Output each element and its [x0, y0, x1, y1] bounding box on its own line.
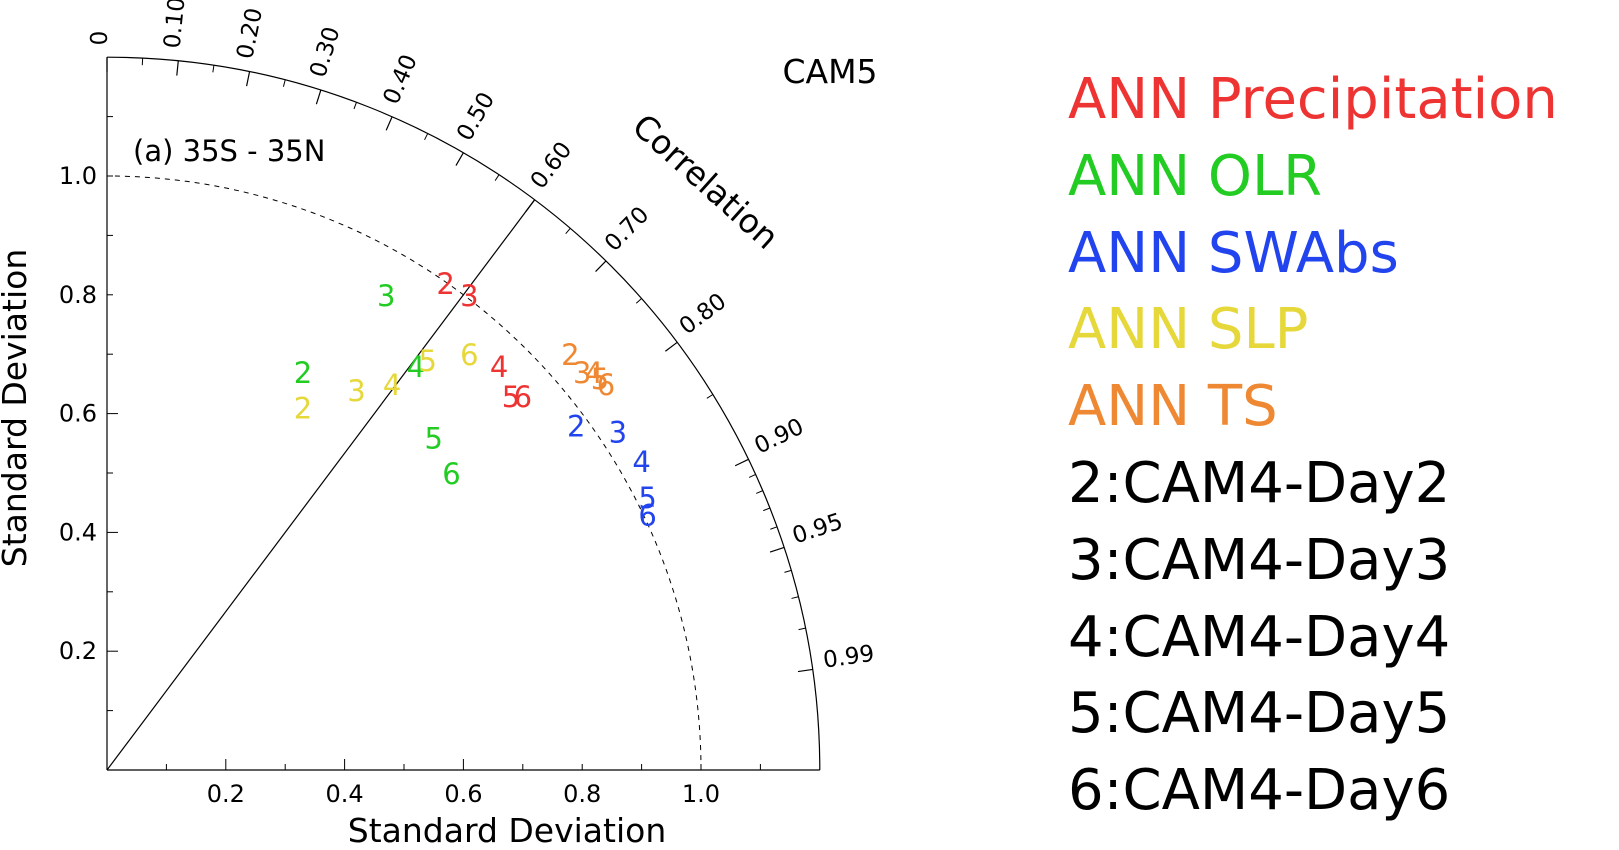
correlation-tick: [176, 60, 179, 76]
x-tick-label: 0.2: [207, 780, 245, 808]
data-point: 4: [585, 356, 603, 390]
correlation-tick-label: 0.95: [789, 509, 846, 550]
legend-item-swabs: ANN SWAbs: [1068, 220, 1399, 286]
data-point: 2: [561, 338, 579, 372]
correlation-tick: [246, 71, 251, 87]
correlation-tick: [769, 546, 785, 553]
correlation-tick: [664, 341, 678, 352]
legend-item-day5: 5:CAM4-Day5: [1068, 681, 1451, 747]
data-point: 6: [514, 380, 532, 414]
correlation-minor-tick: [770, 526, 778, 530]
correlation-minor-tick: [706, 394, 714, 399]
data-point: 2: [294, 356, 312, 390]
legend-item-olr: ANN OLR: [1068, 143, 1323, 209]
data-point: 6: [638, 499, 656, 533]
legend: ANN Precipitation ANN OLR ANN SWAbs ANN …: [1068, 62, 1558, 830]
correlation-tick-label: 0.80: [675, 288, 732, 340]
correlation-minor-tick: [784, 569, 792, 573]
correlation-minor-tick: [748, 474, 756, 478]
data-point: 4: [407, 350, 425, 384]
x-tick-label: 0.6: [444, 780, 482, 808]
data-point: 4: [383, 368, 401, 402]
x-tick-label: 0.4: [326, 780, 364, 808]
data-point: 5: [502, 380, 520, 414]
correlation-tick-label: 0.70: [600, 202, 654, 257]
correlation-minor-tick: [756, 490, 763, 494]
data-point: 4: [490, 350, 508, 384]
data-point: 6: [460, 338, 478, 372]
correlation-tick: [797, 668, 813, 673]
correlation-tick: [734, 458, 749, 467]
x-tick-label: 0.8: [563, 780, 601, 808]
correlation-minor-tick: [353, 102, 357, 110]
data-point: 2: [567, 409, 585, 443]
correlation-reference-line: [106, 199, 536, 771]
reference-std-arc: [106, 175, 702, 771]
data-point: 6: [442, 457, 460, 491]
correlation-minor-tick: [798, 627, 806, 631]
correlation-tick-label: 0: [87, 31, 113, 46]
correlation-tick-label: 0.40: [379, 51, 423, 108]
legend-item-ts: ANN TS: [1068, 374, 1278, 440]
data-point: 3: [573, 356, 591, 390]
y-axis-title: Standard Deviation: [0, 249, 34, 567]
correlation-tick-label: 0.99: [822, 641, 876, 674]
data-point: 2: [294, 392, 312, 426]
correlation-tick-label: 0.50: [452, 88, 500, 145]
data-point: 2: [436, 267, 454, 301]
chart-title: CAM5: [782, 52, 877, 91]
correlation-tick-label: 0.10: [160, 0, 191, 50]
correlation-minor-tick: [424, 133, 429, 141]
y-tick-label: 0.8: [59, 281, 97, 309]
correlation-minor-tick: [282, 79, 286, 87]
panel-label: (a) 35S - 35N: [133, 134, 325, 168]
data-point: 3: [377, 279, 395, 313]
y-tick-label: 1.0: [59, 162, 97, 190]
data-point: 4: [632, 445, 650, 479]
correlation-minor-tick: [635, 298, 642, 304]
correlation-minor-tick: [565, 227, 571, 235]
correlation-tick-label: 0.90: [750, 414, 807, 460]
legend-item-precipitation: ANN Precipitation: [1068, 67, 1558, 132]
legend-item-day2: 2:CAM4-Day2: [1068, 450, 1451, 516]
correlation-arc-title: Correlation: [625, 106, 786, 257]
legend-item-day4: 4:CAM4-Day4: [1068, 604, 1451, 670]
data-point: 5: [591, 362, 609, 396]
correlation-tick-label: 0.30: [305, 24, 345, 81]
data-point: 6: [597, 368, 615, 402]
correlation-tick: [315, 89, 322, 105]
legend-item-day6: 6:CAM4-Day6: [1068, 758, 1451, 824]
correlation-minor-tick: [763, 507, 771, 512]
data-point: 3: [347, 374, 365, 408]
correlation-tick: [525, 199, 536, 212]
correlation-minor-tick: [212, 65, 215, 73]
legend-item-slp: ANN SLP: [1068, 297, 1309, 363]
correlation-minor-tick: [494, 174, 500, 181]
correlation-tick: [455, 152, 464, 166]
y-tick-label: 0.2: [59, 637, 97, 665]
correlation-tick-label: 0.60: [526, 137, 578, 194]
x-tick-label: 1.0: [682, 780, 720, 808]
legend-item-day3: 3:CAM4-Day3: [1068, 527, 1451, 593]
correlation-minor-tick: [791, 596, 799, 599]
correlation-tick: [385, 116, 393, 131]
y-tick-label: 0.6: [59, 400, 97, 428]
data-point: 5: [419, 344, 437, 378]
data-point: 5: [424, 421, 442, 455]
y-tick-label: 0.4: [59, 518, 97, 546]
data-point: 3: [460, 279, 478, 313]
x-axis-title: Standard Deviation: [348, 811, 666, 850]
correlation-tick: [595, 260, 607, 272]
axes-layer: 0.2 0.4 0.6 0.8 1.0 0.2 0.4 0.6 0.8 1.0 0 0.10 0.20 0…: [59, 0, 876, 808]
data-point: 5: [638, 481, 656, 515]
outer-arc: [106, 56, 821, 771]
data-point: 3: [609, 415, 627, 449]
correlation-tick-label: 0.20: [232, 6, 268, 61]
